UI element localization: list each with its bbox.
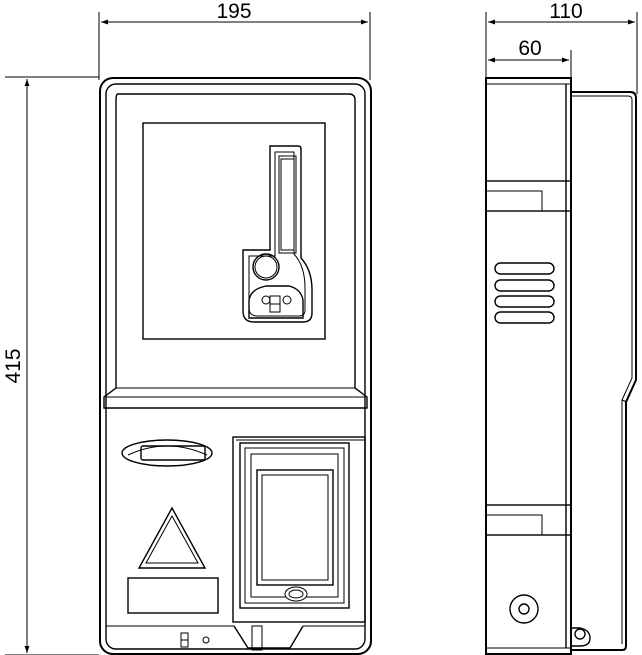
side-band-top (485, 180, 572, 212)
dimension-height: 415 (2, 76, 99, 655)
side-band-bottom (485, 504, 572, 536)
front-housing-outer (99, 77, 372, 655)
warning-triangle (137, 506, 207, 569)
dimension-side-partial: 60 (488, 37, 572, 84)
meter-round-window (252, 253, 280, 281)
side-screw (509, 594, 539, 624)
dimension-front-width: 195 (98, 0, 371, 80)
side-depth-label: 110 (549, 0, 582, 23)
front-width-label: 195 (216, 0, 251, 23)
door-latch (284, 586, 308, 602)
side-view (485, 77, 637, 655)
access-door (232, 436, 366, 623)
side-vents (494, 262, 555, 324)
side-cover-profile (571, 91, 637, 651)
mounting-tab (571, 627, 591, 647)
side-partial-label: 60 (518, 37, 541, 60)
window-cover-frame (103, 93, 368, 409)
dimension-side-depth: 110 (485, 0, 638, 94)
bottom-details (106, 625, 365, 651)
front-housing-inner (105, 83, 366, 650)
front-view (99, 77, 372, 655)
meter-device (242, 145, 313, 323)
oval-slot (121, 439, 213, 467)
height-label: 415 (2, 348, 25, 383)
meter-window (142, 122, 326, 340)
label-plate (127, 577, 219, 614)
side-body (485, 77, 572, 655)
